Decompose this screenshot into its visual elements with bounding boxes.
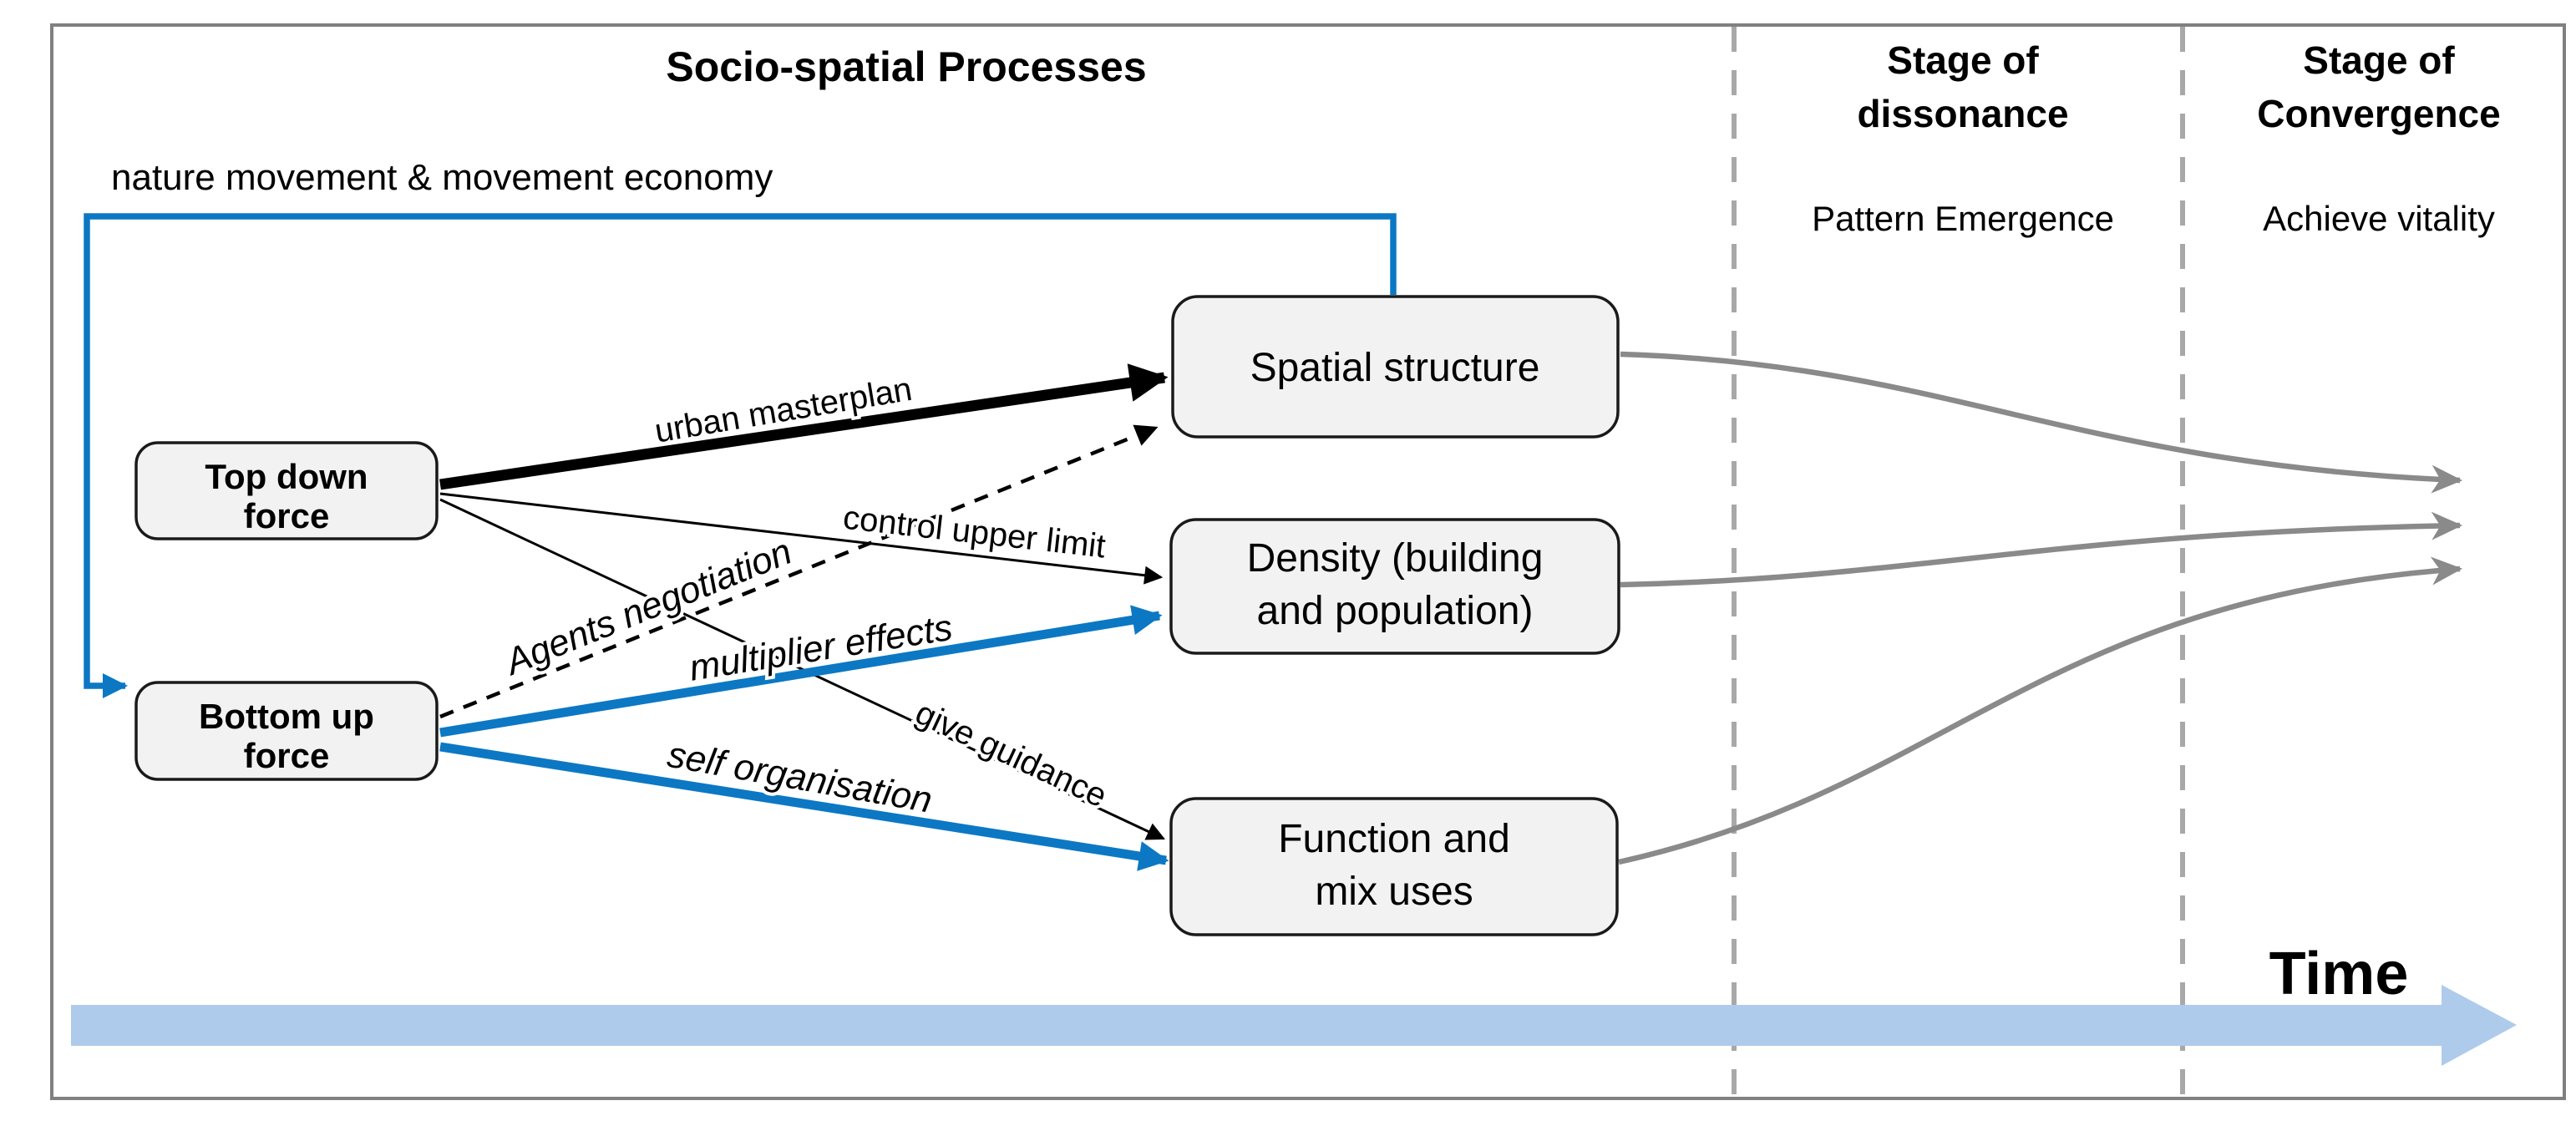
function-label-line1: Function and: [1278, 817, 1510, 861]
node-function-mix-uses: Function and mix uses: [1169, 797, 1619, 936]
stage-convergence-subtitle: Achieve vitality: [2263, 199, 2495, 238]
density-box: [1169, 518, 1620, 655]
feedback-elbow-arrow: [84, 213, 1397, 698]
edge-urban-masterplan: [439, 363, 1169, 490]
bottom-up-force-label-line1: Bottom up: [199, 697, 374, 736]
top-down-force-label-line2: force: [244, 496, 330, 535]
node-top-down-force: Top down force: [134, 441, 439, 540]
node-bottom-up-force: Bottom up force: [134, 681, 439, 781]
density-label-line1: Density (building: [1247, 536, 1544, 581]
time-band: [71, 1005, 2442, 1046]
diagram-title: Socio-spatial Processes: [666, 43, 1146, 90]
node-spatial-structure: Spatial structure: [1171, 295, 1620, 439]
stage-dissonance-subtitle: Pattern Emergence: [1812, 199, 2114, 238]
stage-dissonance-line2: dissonance: [1857, 92, 2068, 135]
edge-control-upper-limit: [439, 492, 1164, 585]
node-density: Density (building and population): [1169, 518, 1620, 655]
edge-give-guidance: [439, 498, 1165, 840]
stage-convergence-line1: Stage of: [2303, 38, 2455, 82]
bottom-up-force-box: [134, 681, 439, 781]
stage-convergence-header: Stage of Convergence Achieve vitality: [2257, 38, 2500, 238]
convergence-curve-spatial: [1620, 351, 2463, 494]
function-box: [1169, 797, 1619, 936]
edge-multiplier-effects: [439, 605, 1163, 738]
spatial-structure-label: Spatial structure: [1250, 346, 1540, 390]
edge-self-organisation: [439, 742, 1169, 871]
bottom-up-force-label-line2: force: [244, 736, 330, 775]
convergence-curve-density: [1620, 511, 2463, 588]
density-label-line2: and population): [1257, 589, 1534, 633]
time-label: Time: [2269, 941, 2409, 1007]
time-band-arrowhead: [2442, 985, 2517, 1066]
top-down-force-label-line1: Top down: [205, 457, 368, 496]
stage-dissonance-header: Stage of dissonance Pattern Emergence: [1812, 38, 2114, 238]
convergence-curves: [1618, 351, 2463, 865]
function-label-line2: mix uses: [1315, 870, 1473, 914]
top-down-force-box: [134, 441, 439, 540]
stage-convergence-line2: Convergence: [2257, 92, 2500, 135]
edge-agents-negotiation: [439, 424, 1159, 719]
edges: [439, 363, 1169, 871]
spatial-structure-box: [1171, 295, 1620, 439]
time-axis: Time: [71, 941, 2517, 1066]
feedback-label: nature movement & movement economy: [111, 157, 773, 198]
stage-dissonance-line1: Stage of: [1887, 38, 2039, 82]
convergence-curve-function: [1618, 556, 2463, 865]
